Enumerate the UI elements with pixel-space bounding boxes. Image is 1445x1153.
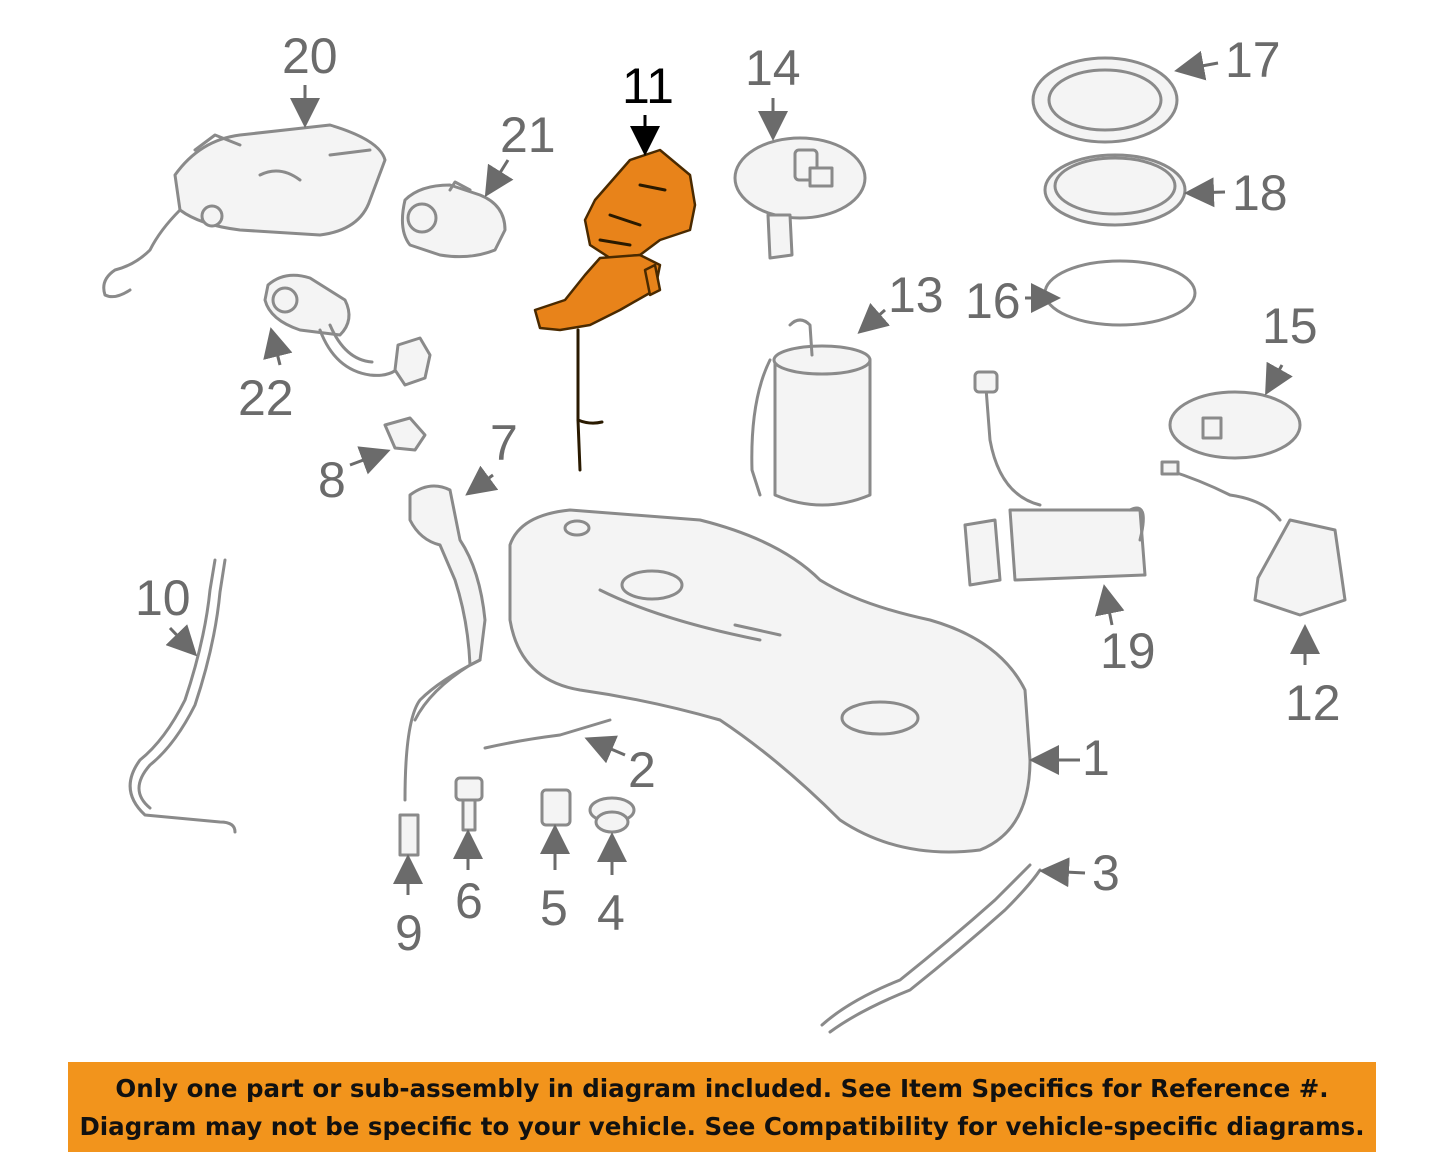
callout-21: 21 — [500, 107, 556, 163]
callout-2: 2 — [628, 742, 656, 798]
callout-13: 13 — [888, 267, 944, 323]
part-6-bolt — [454, 776, 484, 832]
callout-10: 10 — [135, 570, 191, 626]
callout-20: 20 — [282, 28, 338, 84]
callout-8: 8 — [318, 452, 346, 508]
part-11-bracket-assembly — [533, 148, 697, 472]
part-3-strap — [820, 863, 1042, 1034]
part-17-lock-ring — [1031, 56, 1179, 144]
disclaimer-line-1: Only one part or sub-assembly in diagram… — [115, 1074, 1329, 1103]
callout-3: 3 — [1092, 845, 1120, 901]
disclaimer-line-2: Diagram may not be specific to your vehi… — [79, 1112, 1365, 1141]
callout-5: 5 — [540, 880, 568, 936]
callout-17: 17 — [1225, 32, 1281, 88]
callout-14: 14 — [745, 40, 801, 96]
part-15-cover — [1168, 390, 1302, 460]
callout-18: 18 — [1232, 165, 1288, 221]
callout-9: 9 — [395, 905, 423, 961]
part-1-fuel-tank — [508, 508, 1032, 854]
callout-22: 22 — [238, 370, 294, 426]
part-20-canister — [102, 123, 387, 299]
part-4-grommet — [588, 796, 636, 834]
callout-11: 11 — [622, 58, 674, 114]
part-21-valve — [400, 180, 507, 259]
callout-1: 1 — [1082, 730, 1110, 786]
leader-arrows — [165, 50, 1320, 895]
callout-16: 16 — [965, 273, 1021, 329]
callout-6: 6 — [455, 873, 483, 929]
part-22-hose — [263, 273, 432, 387]
part-12-sender — [1160, 460, 1347, 617]
part-5-spacer — [540, 788, 572, 827]
part-13-pump-module — [750, 318, 872, 507]
callout-15: 15 — [1262, 298, 1318, 354]
part-19-filter — [963, 370, 1147, 587]
callout-7: 7 — [490, 415, 518, 471]
part-18-seal — [1043, 153, 1187, 227]
part-9-filler-neck — [398, 484, 487, 857]
part-2-strap — [483, 718, 612, 750]
part-8-vent-valve — [383, 416, 427, 452]
callout-4: 4 — [597, 885, 625, 941]
part-14-pump-flange — [733, 136, 867, 260]
part-16-gasket — [1043, 259, 1197, 327]
callout-12: 12 — [1285, 675, 1341, 731]
disclaimer-banner: Only one part or sub-assembly in diagram… — [68, 1062, 1376, 1152]
part-10-vent-line — [128, 558, 237, 834]
callout-19: 19 — [1100, 623, 1156, 679]
